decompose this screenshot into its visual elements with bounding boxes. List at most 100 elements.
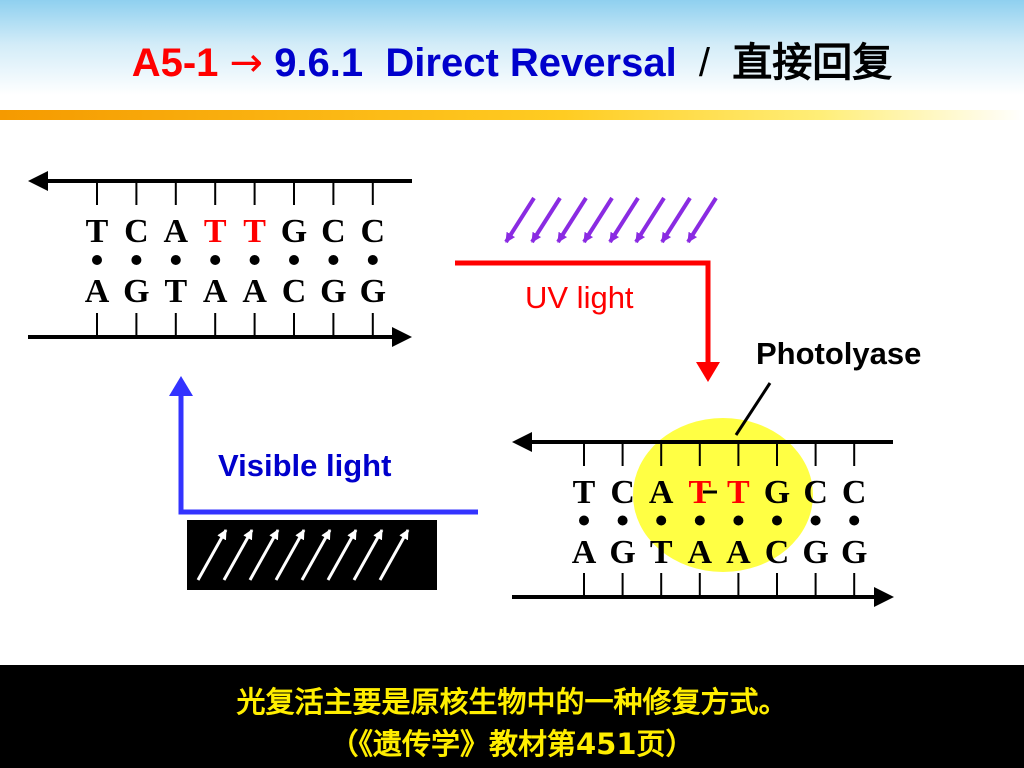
base-lower-6: G	[320, 273, 346, 310]
base-lower-7: G	[360, 273, 386, 310]
base-lower-0: A	[572, 534, 597, 571]
base-pair-dot-6	[810, 515, 821, 526]
visible-ray-3	[274, 529, 306, 581]
title-name: Direct Reversal	[385, 41, 677, 85]
dna-top-lower-backbone	[28, 327, 412, 347]
base-lower-3: A	[203, 273, 228, 310]
base-lower-6: G	[802, 534, 828, 571]
base-upper-4: T	[727, 474, 750, 511]
base-upper-1: C	[610, 474, 635, 511]
uv-arrow	[455, 260, 720, 382]
base-upper-2: A	[164, 213, 189, 250]
footer-line-1: 光复活主要是原核生物中的一种修复方式。	[236, 685, 788, 719]
base-lower-5: C	[765, 534, 790, 571]
slide-title: A5-1 → 9.6.1 Direct Reversal / 直接回复	[0, 30, 1024, 88]
base-upper-7: C	[842, 474, 867, 511]
base-upper-6: C	[803, 474, 828, 511]
uv-ray-2	[556, 196, 588, 244]
footer-banner: 光复活主要是原核生物中的一种修复方式。 （《遗传学》教材第451页）	[0, 665, 1024, 768]
dna-top-upper-backbone	[28, 171, 412, 191]
title-code: A5-1	[131, 41, 219, 85]
base-pair-dot-6	[328, 255, 339, 265]
header-background	[0, 0, 1024, 112]
title-separator: /	[698, 41, 711, 85]
dna-top-ticks	[96, 181, 374, 337]
title-section: 9.6.1	[274, 41, 364, 85]
visible-rays	[196, 529, 410, 581]
dna-bottom-hydrogen-bonds	[579, 515, 860, 526]
visible-ray-1	[222, 529, 254, 581]
base-lower-1: G	[609, 534, 635, 571]
visible-light-box	[187, 520, 437, 590]
uv-ray-5	[634, 196, 666, 244]
base-upper-5: G	[281, 213, 307, 250]
visible-light-arrow	[169, 376, 478, 515]
base-pair-dot-3	[210, 255, 221, 265]
base-upper-5: G	[764, 474, 790, 511]
base-upper-3: T	[204, 213, 227, 250]
visible-ray-4	[300, 529, 332, 581]
base-lower-7: G	[841, 534, 867, 571]
base-pair-dot-7	[849, 515, 860, 526]
base-lower-4: A	[726, 534, 751, 571]
base-pair-dot-3	[694, 515, 705, 526]
visible-ray-6	[352, 529, 384, 581]
uv-rays	[504, 196, 718, 244]
title-chinese: 直接回复	[732, 40, 893, 86]
base-lower-3: A	[688, 534, 713, 571]
base-lower-1: G	[123, 273, 149, 310]
visible-ray-0	[196, 529, 228, 581]
visible-light-label: Visible light	[218, 448, 392, 483]
photolyase-enzyme	[633, 418, 813, 572]
dna-top-hydrogen-bonds	[92, 255, 378, 265]
photolyase-label: Photolyase	[756, 336, 922, 371]
base-upper-3: T	[688, 474, 711, 511]
base-pair-dot-1	[131, 255, 142, 265]
uv-ray-4	[608, 196, 640, 244]
base-upper-4: T	[243, 213, 266, 250]
base-lower-0: A	[85, 273, 110, 310]
base-pair-dot-5	[289, 255, 299, 265]
base-pair-dot-2	[656, 515, 667, 526]
base-lower-2: T	[650, 534, 673, 571]
dna-bottom-ticks	[583, 442, 856, 597]
footer-line-2: （《遗传学》教材第451页）	[329, 727, 695, 761]
uv-ray-7	[686, 196, 718, 244]
uv-ray-3	[582, 196, 614, 244]
base-pair-dot-2	[170, 255, 181, 265]
base-pair-dot-7	[367, 255, 378, 265]
title-arrow: →	[229, 40, 264, 86]
base-pair-dot-0	[92, 255, 102, 265]
visible-ray-5	[326, 529, 358, 581]
photolyase-pointer	[734, 382, 772, 436]
uv-ray-1	[530, 196, 562, 244]
uv-ray-6	[660, 196, 692, 244]
visible-ray-2	[248, 529, 280, 581]
base-pair-dot-4	[249, 255, 260, 265]
base-pair-dot-5	[772, 515, 782, 526]
base-pair-dot-4	[733, 515, 744, 526]
title-divider	[0, 110, 1024, 120]
visible-ray-7	[378, 529, 410, 581]
base-upper-0: T	[573, 474, 596, 511]
dna-bottom-upper-backbone	[512, 432, 893, 452]
base-pair-dot-0	[579, 515, 589, 526]
base-pair-dot-1	[617, 515, 628, 526]
base-upper-6: C	[321, 213, 346, 250]
base-upper-7: C	[361, 213, 386, 250]
base-lower-4: A	[242, 273, 267, 310]
uv-light-label: UV light	[525, 280, 634, 315]
uv-ray-0	[504, 196, 536, 244]
base-lower-5: C	[282, 273, 307, 310]
base-upper-2: A	[649, 474, 674, 511]
base-lower-2: T	[164, 273, 187, 310]
base-upper-0: T	[86, 213, 109, 250]
base-upper-1: C	[124, 213, 149, 250]
